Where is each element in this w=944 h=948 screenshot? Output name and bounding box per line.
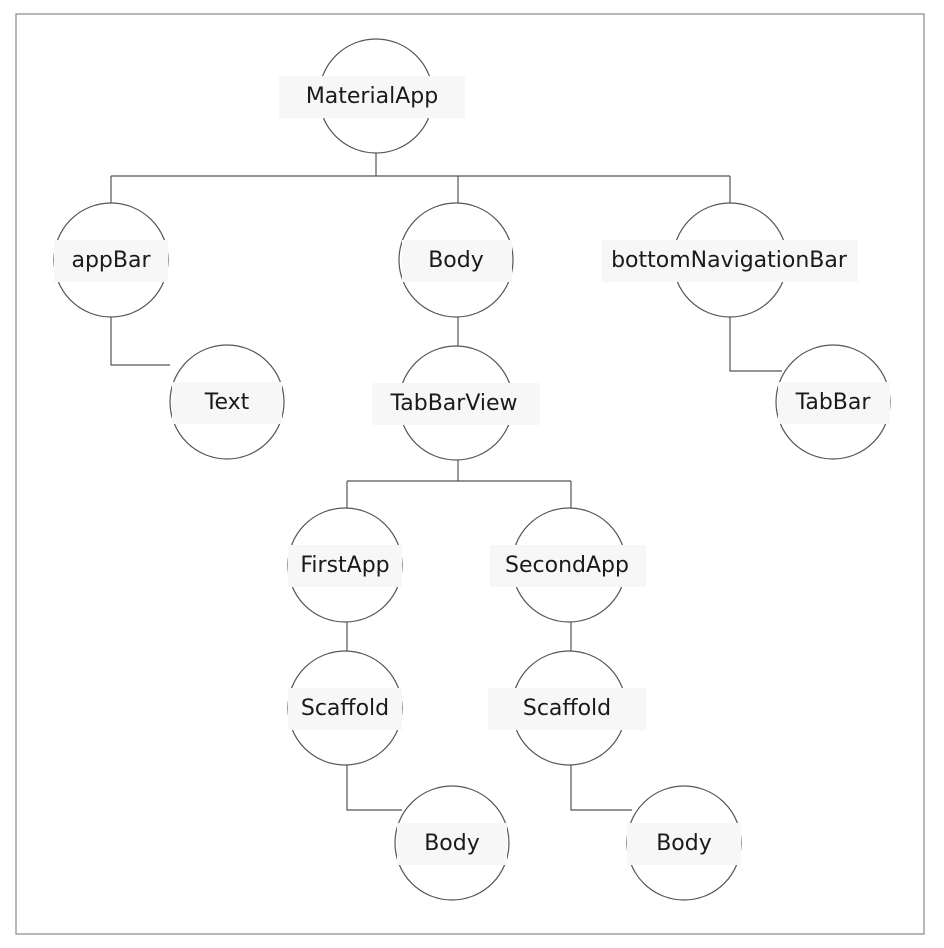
node-label: appBar [71,248,151,273]
node-tabbarview: TabBarView [372,345,540,461]
node-scaffold-first: Scaffold [287,650,403,766]
node-tabbar: TabBar [775,344,891,460]
node-label: Scaffold [301,696,389,721]
edge-scaffold-body-second [570,765,632,811]
node-label: SecondApp [505,553,629,578]
node-secondapp: SecondApp [490,507,646,623]
node-bottomnavigationbar: bottomNavigationBar [602,202,858,318]
node-appbar: appBar [53,202,169,318]
connectors [110,152,782,811]
node-materialapp: MaterialApp [279,38,465,154]
node-label: TabBar [795,390,872,415]
node-scaffold-second: Scaffold [488,650,646,766]
node-firstapp: FirstApp [287,507,403,623]
node-label: bottomNavigationBar [611,248,848,273]
node-label: Body [424,831,480,856]
node-body-second: Body [626,785,742,901]
node-text: Text [169,344,285,460]
node-body-first: Body [394,785,510,901]
node-label: TabBarView [389,391,517,416]
node-label: FirstApp [300,553,389,578]
diagram-frame [15,13,925,935]
edge-scaffold-body-first [346,765,402,811]
node-body-main: Body [398,202,514,318]
node-label: Scaffold [523,696,611,721]
node-label: MaterialApp [306,84,438,109]
node-label: Body [428,248,484,273]
node-label: Body [656,831,712,856]
edge-appbar-text [110,316,170,366]
edge-bottomnav-tabbar [729,316,782,372]
node-label: Text [204,390,250,415]
